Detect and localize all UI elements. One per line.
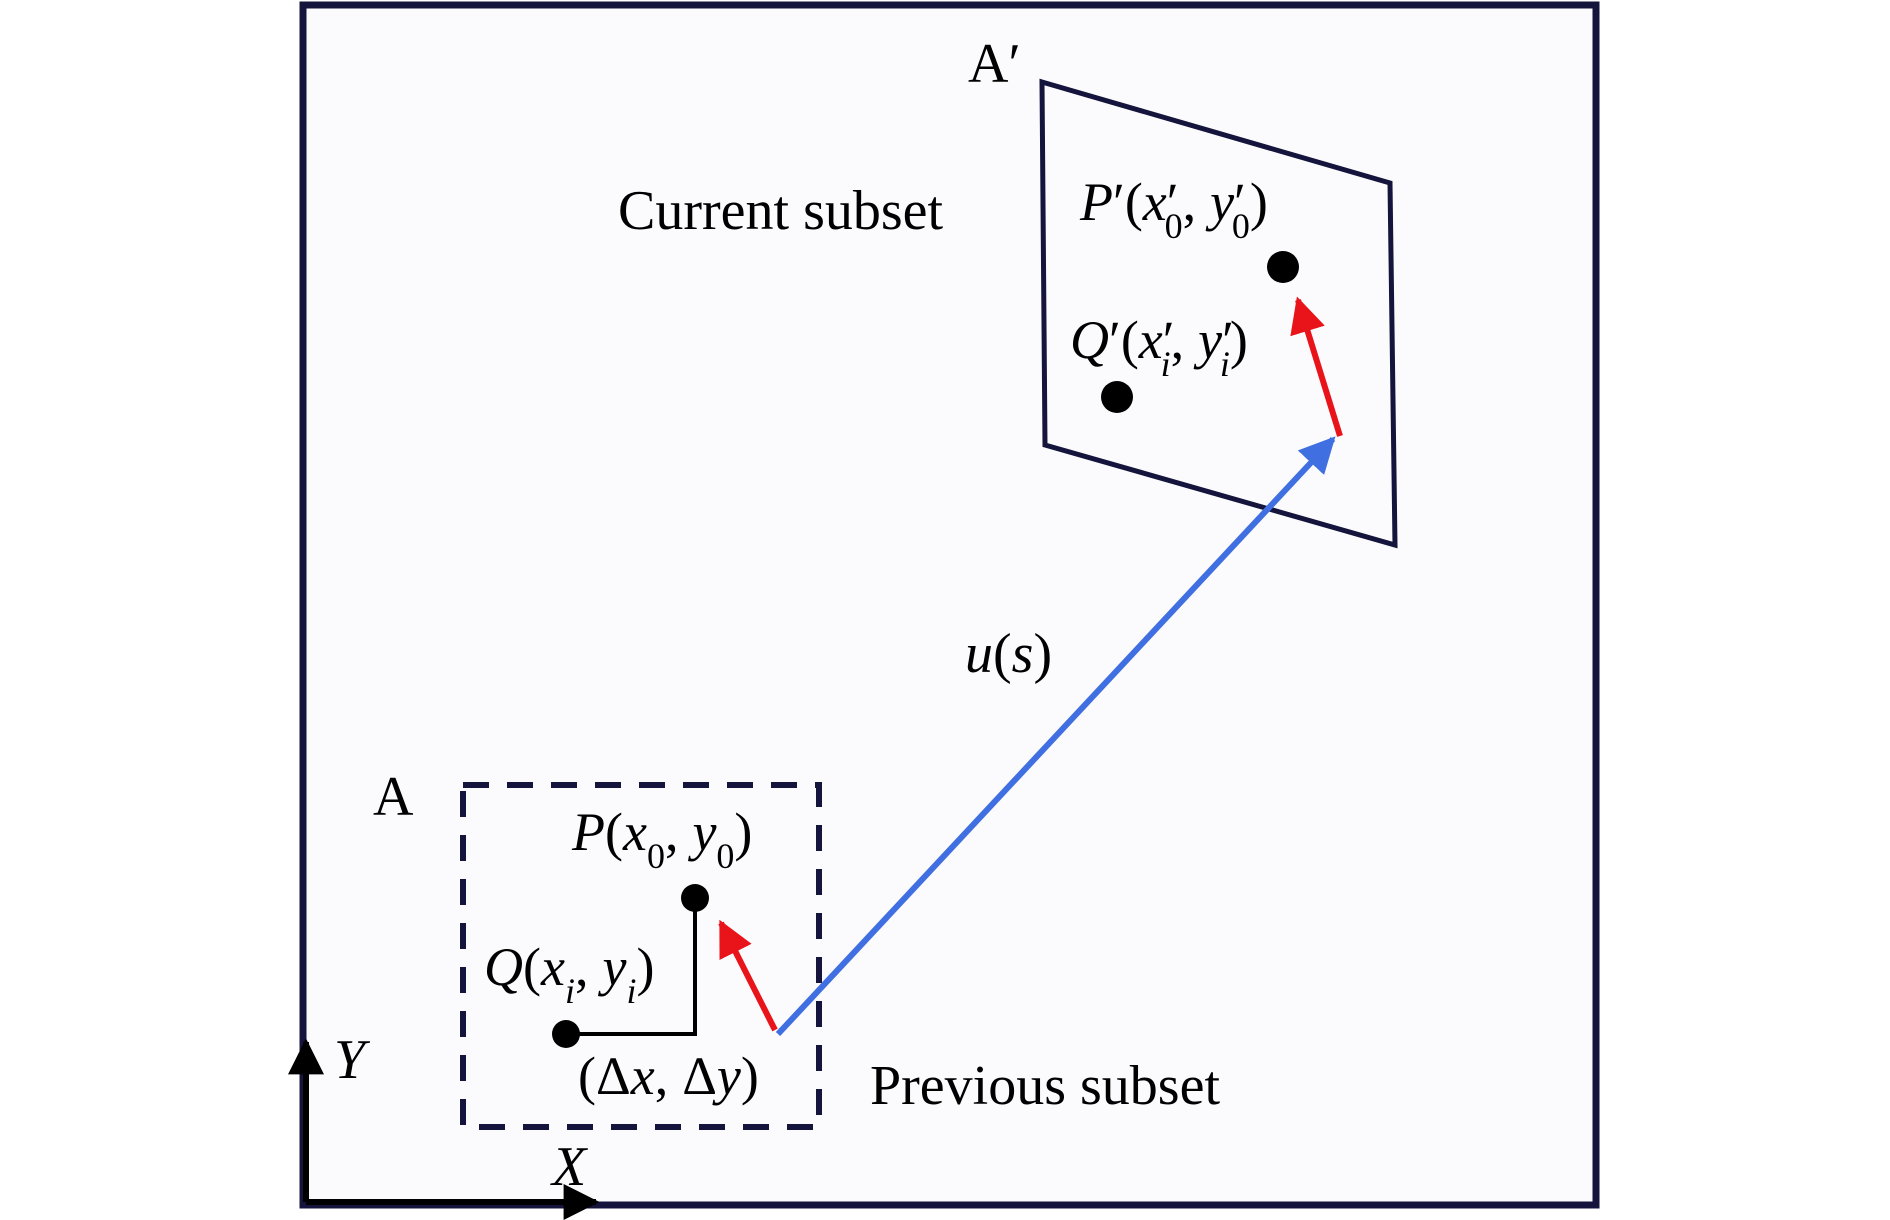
- pp-symbol: P: [1079, 172, 1113, 232]
- q-comma: ,: [575, 937, 589, 997]
- label-q-prime: Q′(x′i,y′i): [1070, 310, 1248, 384]
- pp-prime: ′: [1113, 172, 1125, 232]
- delta-comma: ,: [655, 1046, 669, 1106]
- pp-y-symbol: y: [1205, 172, 1234, 232]
- current-subset-label: Current subset: [618, 180, 944, 242]
- p-x-symbol: x: [622, 802, 647, 862]
- p-y-subscript: 0: [716, 836, 734, 876]
- y-axis-label: Y: [334, 1029, 371, 1091]
- x-axis-label: X: [550, 1136, 589, 1198]
- local-arrow-previous: [718, 919, 778, 1032]
- qp-open-paren: (: [1121, 310, 1139, 370]
- u-close-paren: ): [1033, 623, 1052, 685]
- p-comma: ,: [665, 802, 679, 862]
- q-symbol: Q: [484, 937, 523, 997]
- pp-comma: ,: [1183, 172, 1197, 232]
- q-close-paren: ): [636, 937, 654, 997]
- displacement-label: u(s): [965, 623, 1052, 685]
- point-p: [681, 884, 709, 912]
- pp-y-subscript: 0: [1232, 206, 1250, 246]
- qp-y-prime: ′: [1222, 310, 1234, 370]
- current-subset-box: [1039, 78, 1398, 549]
- s-symbol: s: [1012, 623, 1034, 685]
- q-y-subscript: i: [626, 971, 636, 1011]
- p-open-paren: (: [605, 802, 623, 862]
- displacement-arrow: [775, 436, 1336, 1037]
- p-symbol: P: [571, 802, 605, 862]
- p-close-paren: ): [734, 802, 752, 862]
- point-p-prime: [1267, 251, 1299, 283]
- pp-open-paren: (: [1125, 172, 1143, 232]
- label-p-prime: P′(x′0,y′0): [1079, 172, 1268, 246]
- p-x-subscript: 0: [647, 836, 665, 876]
- delta-symbol-x: Δ: [596, 1046, 631, 1106]
- delta-connector: [566, 898, 697, 1036]
- delta-close-paren: ): [741, 1046, 759, 1106]
- qp-close-paren: ): [1230, 310, 1248, 370]
- u-symbol: u: [965, 623, 993, 685]
- pp-x-prime: ′: [1167, 172, 1179, 232]
- point-q: [552, 1020, 580, 1048]
- q-x-subscript: i: [565, 971, 575, 1011]
- u-open-paren: (: [993, 623, 1012, 685]
- delta-x-symbol: x: [630, 1046, 655, 1106]
- label-delta: (Δx,Δy): [578, 1046, 759, 1106]
- previous-subset-box: [460, 782, 822, 1130]
- pp-y-prime: ′: [1234, 172, 1246, 232]
- qp-y-symbol: y: [1193, 310, 1222, 370]
- pp-x-symbol: x: [1142, 172, 1167, 232]
- qp-x-subscript: i: [1161, 344, 1171, 384]
- q-open-paren: (: [523, 937, 541, 997]
- qp-x-prime: ′: [1163, 310, 1175, 370]
- previous-subset-label: Previous subset: [870, 1055, 1220, 1117]
- local-arrow-current: [1290, 296, 1343, 437]
- p-y-symbol: y: [687, 802, 716, 862]
- label-a: A: [373, 766, 414, 828]
- q-x-symbol: x: [540, 937, 565, 997]
- pp-close-paren: ): [1250, 172, 1268, 232]
- label-q: Q(xi,yi): [484, 937, 654, 1011]
- pp-x-subscript: 0: [1165, 206, 1183, 246]
- qp-prime: ′: [1109, 310, 1121, 370]
- delta-y-symbol: y: [712, 1046, 741, 1106]
- delta-symbol-y: Δ: [682, 1046, 717, 1106]
- delta-open-paren: (: [578, 1046, 596, 1106]
- label-a-prime: A′: [968, 33, 1021, 95]
- qp-x-symbol: x: [1138, 310, 1163, 370]
- qp-y-subscript: i: [1220, 344, 1230, 384]
- qp-comma: ,: [1171, 310, 1185, 370]
- point-q-prime: [1101, 381, 1133, 413]
- label-p: P(x0,y0): [571, 802, 752, 876]
- outer-frame: [299, 1, 1600, 1209]
- q-y-symbol: y: [597, 937, 626, 997]
- qp-symbol: Q: [1070, 310, 1109, 370]
